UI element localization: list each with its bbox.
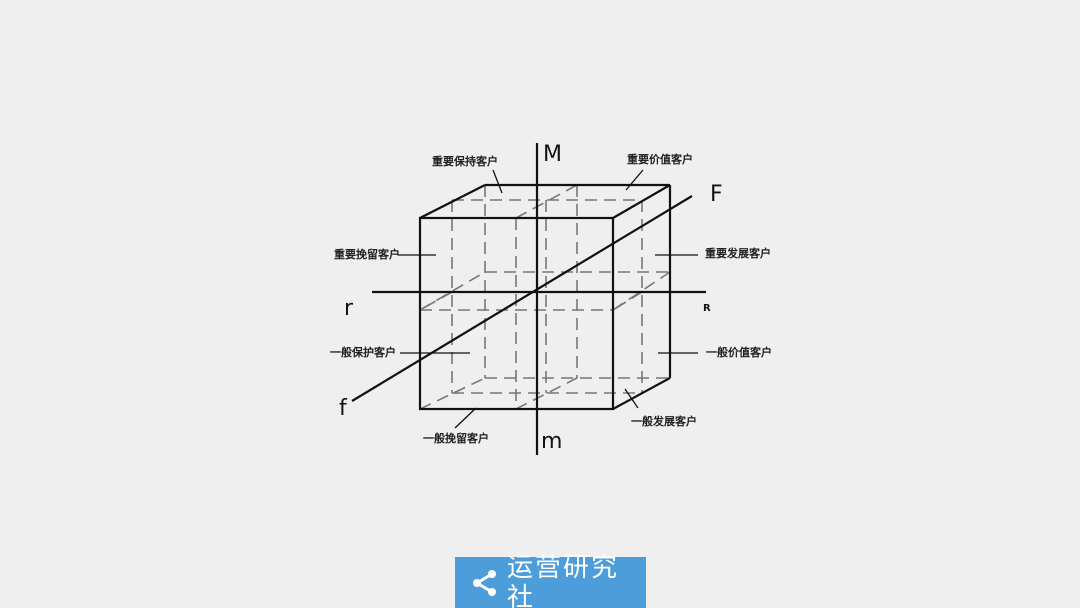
axis-label-r: r <box>344 296 354 321</box>
axis-label-R: R <box>703 303 711 314</box>
segment-general-value: 一般价值客户 <box>706 346 772 359</box>
axis-label-f: f <box>339 396 347 421</box>
segment-general-protect: 一般保护客户 <box>330 346 396 359</box>
segment-important-develop: 重要发展客户 <box>705 247 771 260</box>
visible-edges <box>418 183 672 411</box>
segment-important-retain: 重要挽留客户 <box>334 248 400 261</box>
share-icon <box>467 566 501 600</box>
axis-label-M: M <box>543 142 562 167</box>
segment-general-develop: 一般发展客户 <box>631 415 697 428</box>
axis-lines <box>351 143 706 455</box>
segment-important-keep: 重要保持客户 <box>432 155 498 168</box>
axis-label-F: F <box>710 182 723 207</box>
f-axis-line <box>351 195 693 402</box>
brand-name: 运营研究社 <box>507 552 620 608</box>
segment-important-value: 重要价值客户 <box>627 153 693 166</box>
brand-badge: 运营研究社 <box>455 553 646 608</box>
axis-label-m: m <box>541 429 563 454</box>
segment-general-retain: 一般挽留客户 <box>423 432 489 445</box>
leader-lines <box>398 169 698 429</box>
